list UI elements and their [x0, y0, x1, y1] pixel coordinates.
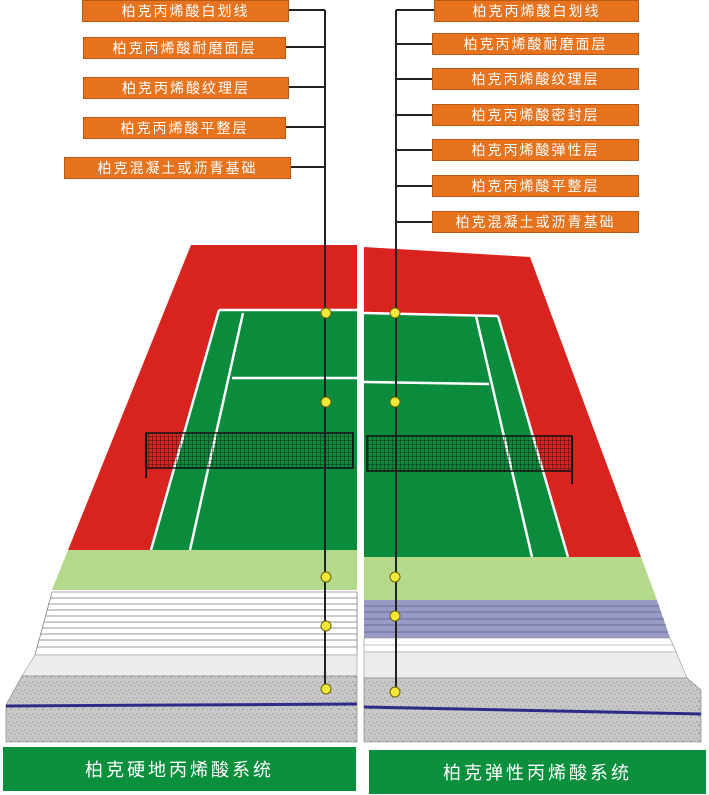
left-texture-layer	[52, 550, 357, 590]
left-label-leveling-layer: 柏克丙烯酸平整层	[83, 117, 286, 139]
left-net	[145, 432, 354, 478]
right-seal-stripes	[364, 605, 668, 633]
left-leveling-layer	[34, 591, 358, 656]
left-leveling-stripes	[37, 597, 357, 648]
layer-markers	[320, 307, 401, 698]
right-leveling-layer	[363, 651, 688, 679]
left-label-texture-layer: 柏克丙烯酸纹理层	[83, 77, 289, 99]
right-label-elastic-layer: 柏克丙烯酸弹性层	[432, 139, 639, 161]
right-label-wear-layer: 柏克丙烯酸耐磨面层	[432, 33, 639, 55]
right-label-white-line: 柏克丙烯酸白划线	[434, 0, 639, 22]
right-system-banner: 柏克弹性丙烯酸系统	[369, 750, 706, 794]
left-label-base: 柏克混凝土或沥青基础	[64, 157, 291, 179]
left-white-band	[21, 654, 358, 677]
left-concrete-base	[5, 675, 358, 743]
left-label-wear-layer: 柏克丙烯酸耐磨面层	[83, 37, 286, 59]
right-label-seal-layer: 柏克丙烯酸密封层	[432, 104, 639, 126]
right-label-texture-layer: 柏克丙烯酸纹理层	[432, 68, 639, 90]
right-label-leveling-layer: 柏克丙烯酸平整层	[432, 175, 639, 197]
left-system-banner: 柏克硬地丙烯酸系统	[3, 747, 356, 791]
right-label-base: 柏克混凝土或沥青基础	[432, 211, 639, 233]
right-texture-layer	[364, 557, 657, 600]
left-court-lines	[149, 308, 357, 551]
right-net	[366, 435, 573, 484]
left-label-white-line: 柏克丙烯酸白划线	[82, 0, 289, 22]
